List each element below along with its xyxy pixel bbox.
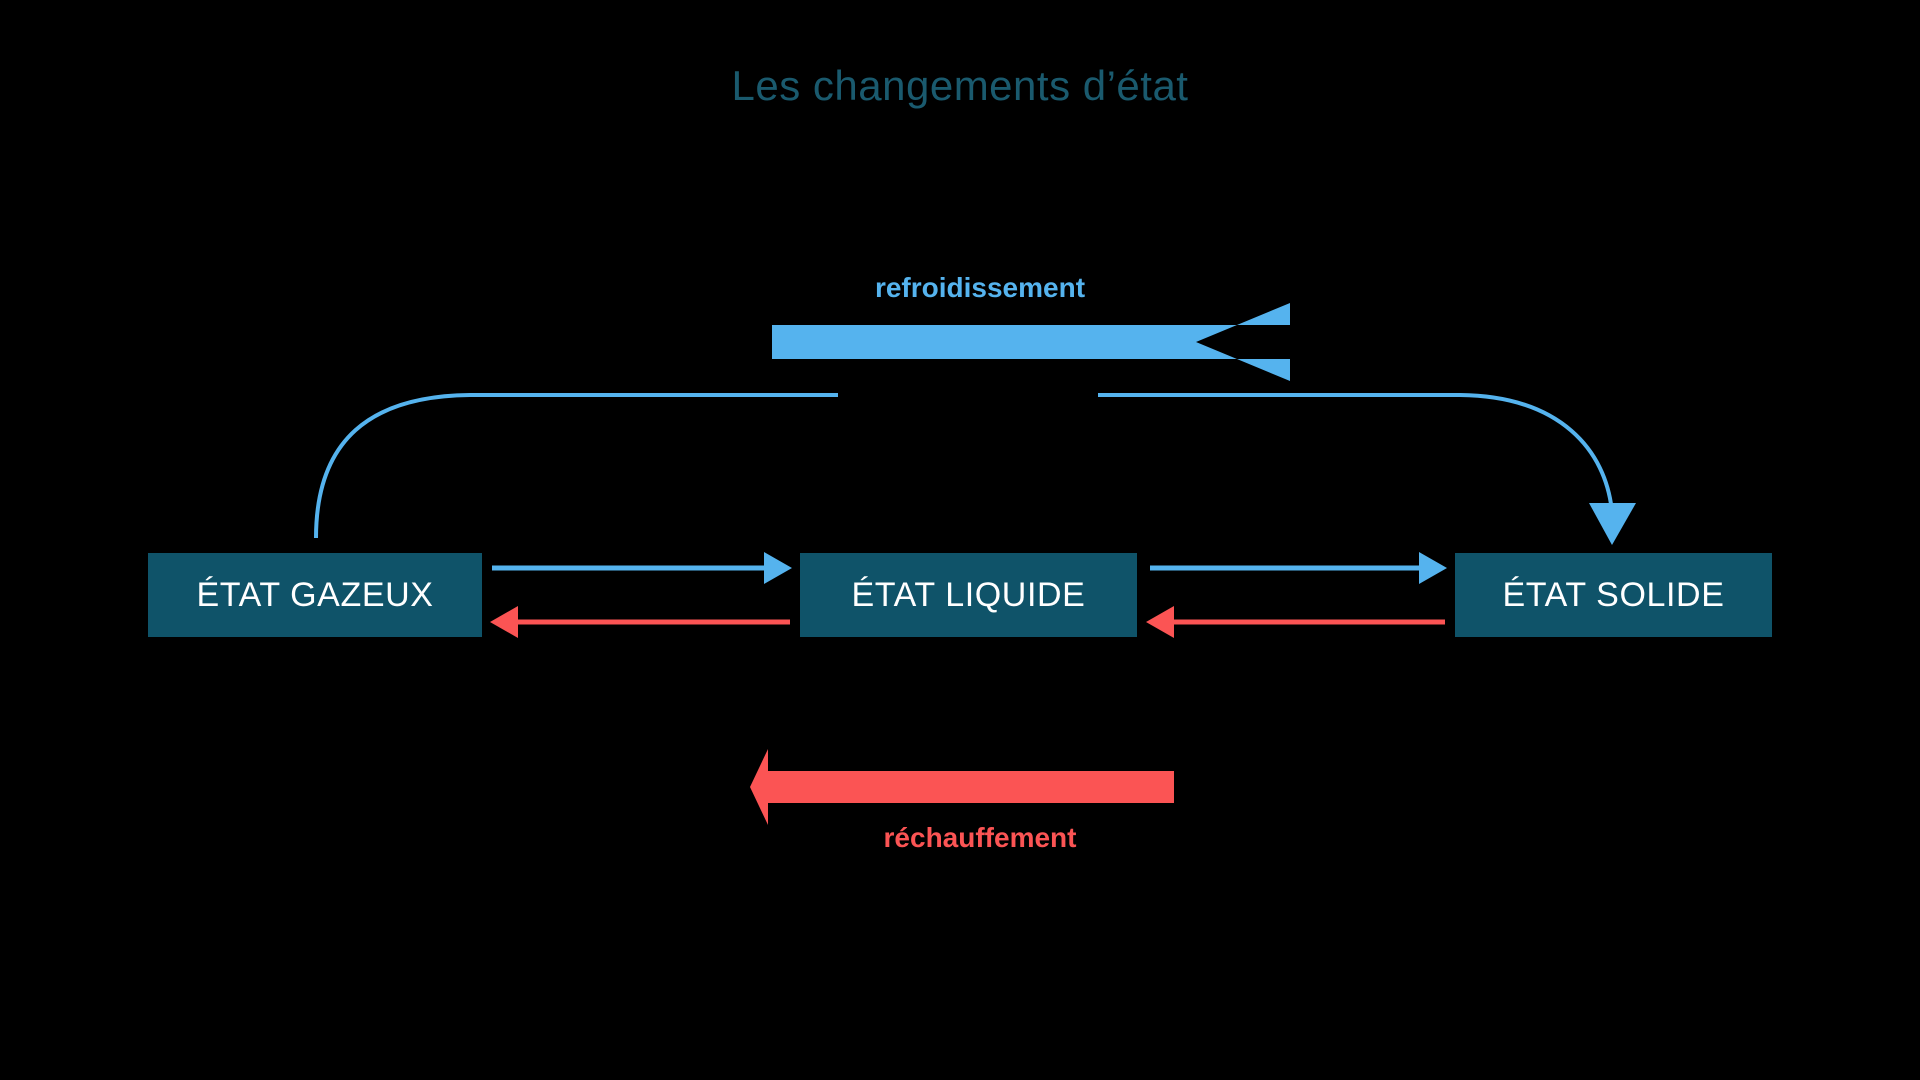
heating-banner-arrow bbox=[750, 749, 1174, 825]
gas-to-solid-arrowhead bbox=[1589, 503, 1636, 545]
gas-to-solid-curve bbox=[314, 393, 1614, 539]
arrow-liquide-to-solide bbox=[1150, 552, 1447, 584]
arrow-gazeux-to-liquide bbox=[492, 552, 792, 584]
arrow-liquide-to-gazeux bbox=[490, 606, 790, 638]
arrow-solide-to-liquide bbox=[1146, 606, 1445, 638]
cooling-banner-arrow bbox=[772, 303, 1290, 381]
